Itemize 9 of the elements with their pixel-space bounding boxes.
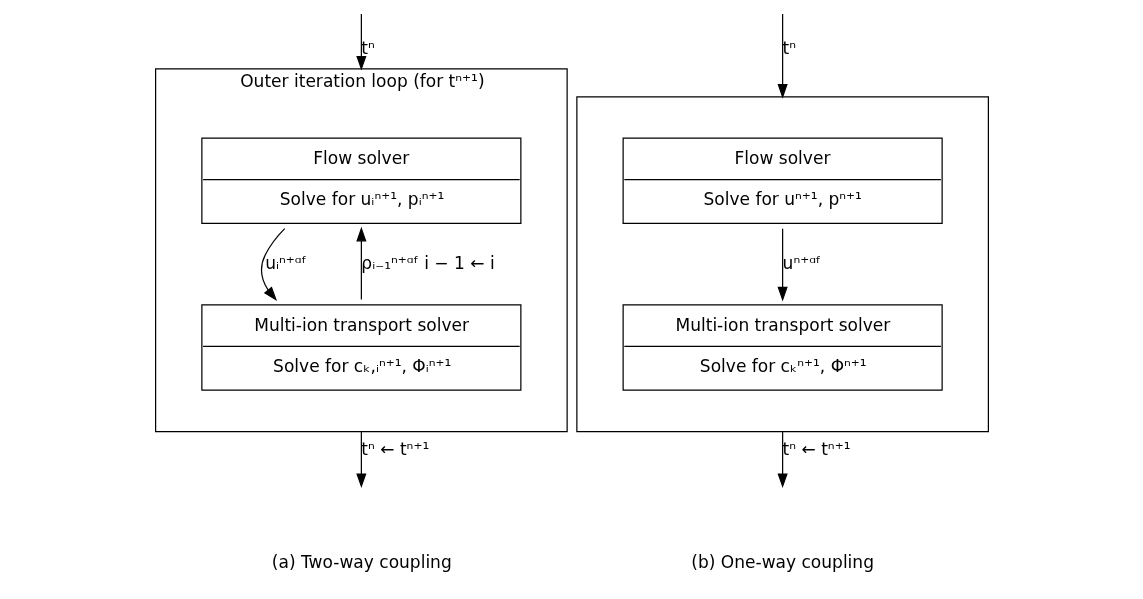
edge-label: uᵢⁿ⁺ᵅᶠ (264, 252, 307, 273)
edge-label: uⁿ⁺ᵅᶠ (782, 252, 821, 273)
edge-label: tⁿ ← tⁿ⁺¹ (360, 438, 429, 459)
edge-label: tⁿ ← tⁿ⁺¹ (782, 438, 850, 459)
edge-label: tⁿ (360, 38, 375, 59)
edge-label: ρᵢ₋₁ⁿ⁺ᵅᶠ i − 1 ← i (360, 252, 495, 273)
label: (b) One-way coupling (690, 552, 874, 573)
label: (a) Two-way coupling (271, 552, 452, 573)
edge-label: tⁿ (782, 38, 796, 59)
